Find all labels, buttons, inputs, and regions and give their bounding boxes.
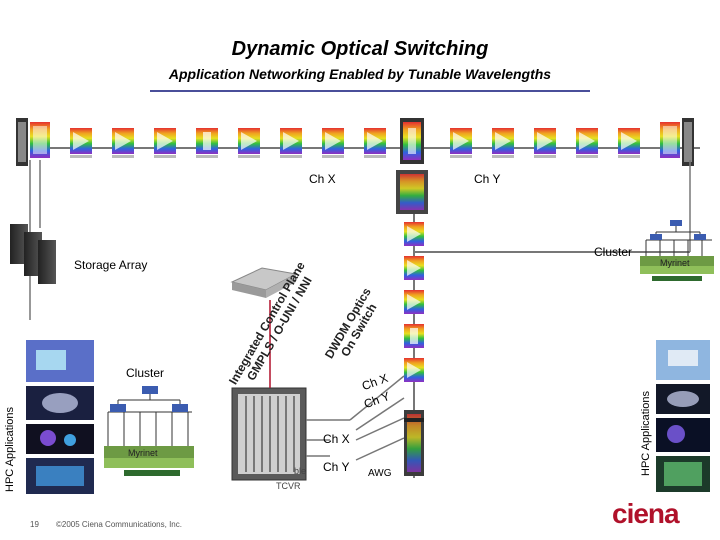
hpc-applications-left-label: HPC Applications	[4, 407, 16, 492]
hub-node-top	[396, 118, 428, 214]
myrinet-right-label: Myrinet	[660, 258, 690, 268]
node-end-right	[660, 118, 694, 166]
hpc-applications-right-label: HPC Applications	[640, 391, 652, 476]
copyright-text: ©2005 Ciena Communications, Inc.	[56, 520, 182, 529]
hpc-images-right	[656, 340, 710, 492]
control-plane-switch	[230, 267, 298, 298]
tuneable-label: ble	[294, 466, 307, 476]
awg-block	[404, 410, 424, 476]
cluster-right-label: Cluster	[594, 245, 633, 259]
cluster-nodes-left	[104, 386, 194, 476]
title-divider	[150, 90, 590, 92]
ch-y-top-label: Ch Y	[474, 172, 501, 186]
storage-array-label: Storage Array	[74, 258, 148, 272]
page-subtitle: Application Networking Enabled by Tunabl…	[168, 66, 552, 82]
ciena-logo: ciena	[612, 498, 680, 529]
page-number: 19	[30, 520, 39, 529]
node-end-left	[16, 118, 50, 166]
awg-label: AWG	[368, 468, 392, 479]
page-title: Dynamic Optical Switching	[231, 38, 489, 60]
top-node-row	[70, 128, 640, 158]
ch-x-top-label: Ch X	[309, 172, 336, 186]
cluster-tree-left	[107, 394, 192, 446]
ch-y-low-label: Ch Y	[323, 460, 350, 474]
cluster-left-label: Cluster	[126, 366, 165, 380]
myrinet-left-label: Myrinet	[128, 448, 158, 458]
cluster-nodes-right	[640, 220, 714, 281]
storage-array-graphic	[10, 224, 56, 284]
ch-x-low-label: Ch X	[323, 432, 350, 446]
hpc-images-left	[26, 340, 94, 494]
tcvr-label: TCVR	[276, 481, 301, 491]
optical-switch-chassis	[231, 387, 307, 481]
vertical-node-chain	[404, 222, 424, 382]
